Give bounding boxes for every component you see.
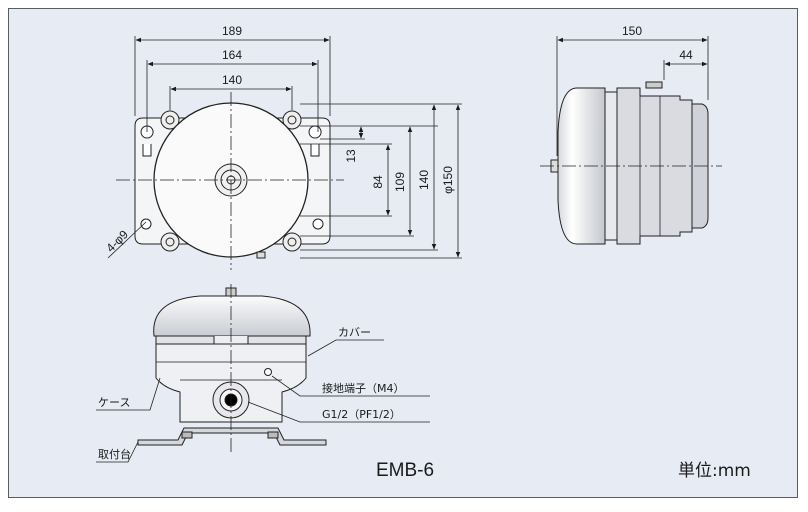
dim-84: 84 xyxy=(371,175,385,189)
label-mount: 取付台 xyxy=(98,447,131,461)
front-view xyxy=(116,92,344,270)
callout-leaders xyxy=(96,339,430,463)
model-name: EMB-6 xyxy=(376,460,434,481)
dim-phi150: φ150 xyxy=(441,166,455,194)
dim-side-44: 44 xyxy=(679,48,693,62)
dim-side-150: 150 xyxy=(622,24,642,38)
dim-holes: 4-φ9 xyxy=(103,227,131,255)
elevation-view xyxy=(137,284,327,452)
dim-140-height: 140 xyxy=(417,170,431,190)
label-cover: カバー xyxy=(338,326,371,339)
dim-140-width: 140 xyxy=(222,73,242,87)
label-ground-terminal: 接地端子（M4） xyxy=(322,382,405,395)
unit-label: 単位:mm xyxy=(678,461,751,481)
label-case: ケース xyxy=(98,396,130,409)
drawing-frame xyxy=(8,8,798,498)
dim-189: 189 xyxy=(222,24,242,38)
front-dimensions xyxy=(107,36,462,259)
dim-164: 164 xyxy=(222,48,242,62)
label-conduit: G1/2（PF1/2） xyxy=(322,408,401,421)
dim-109: 109 xyxy=(393,172,407,192)
dim-13: 13 xyxy=(344,149,358,163)
side-view xyxy=(540,81,722,245)
side-dimensions xyxy=(556,36,709,156)
